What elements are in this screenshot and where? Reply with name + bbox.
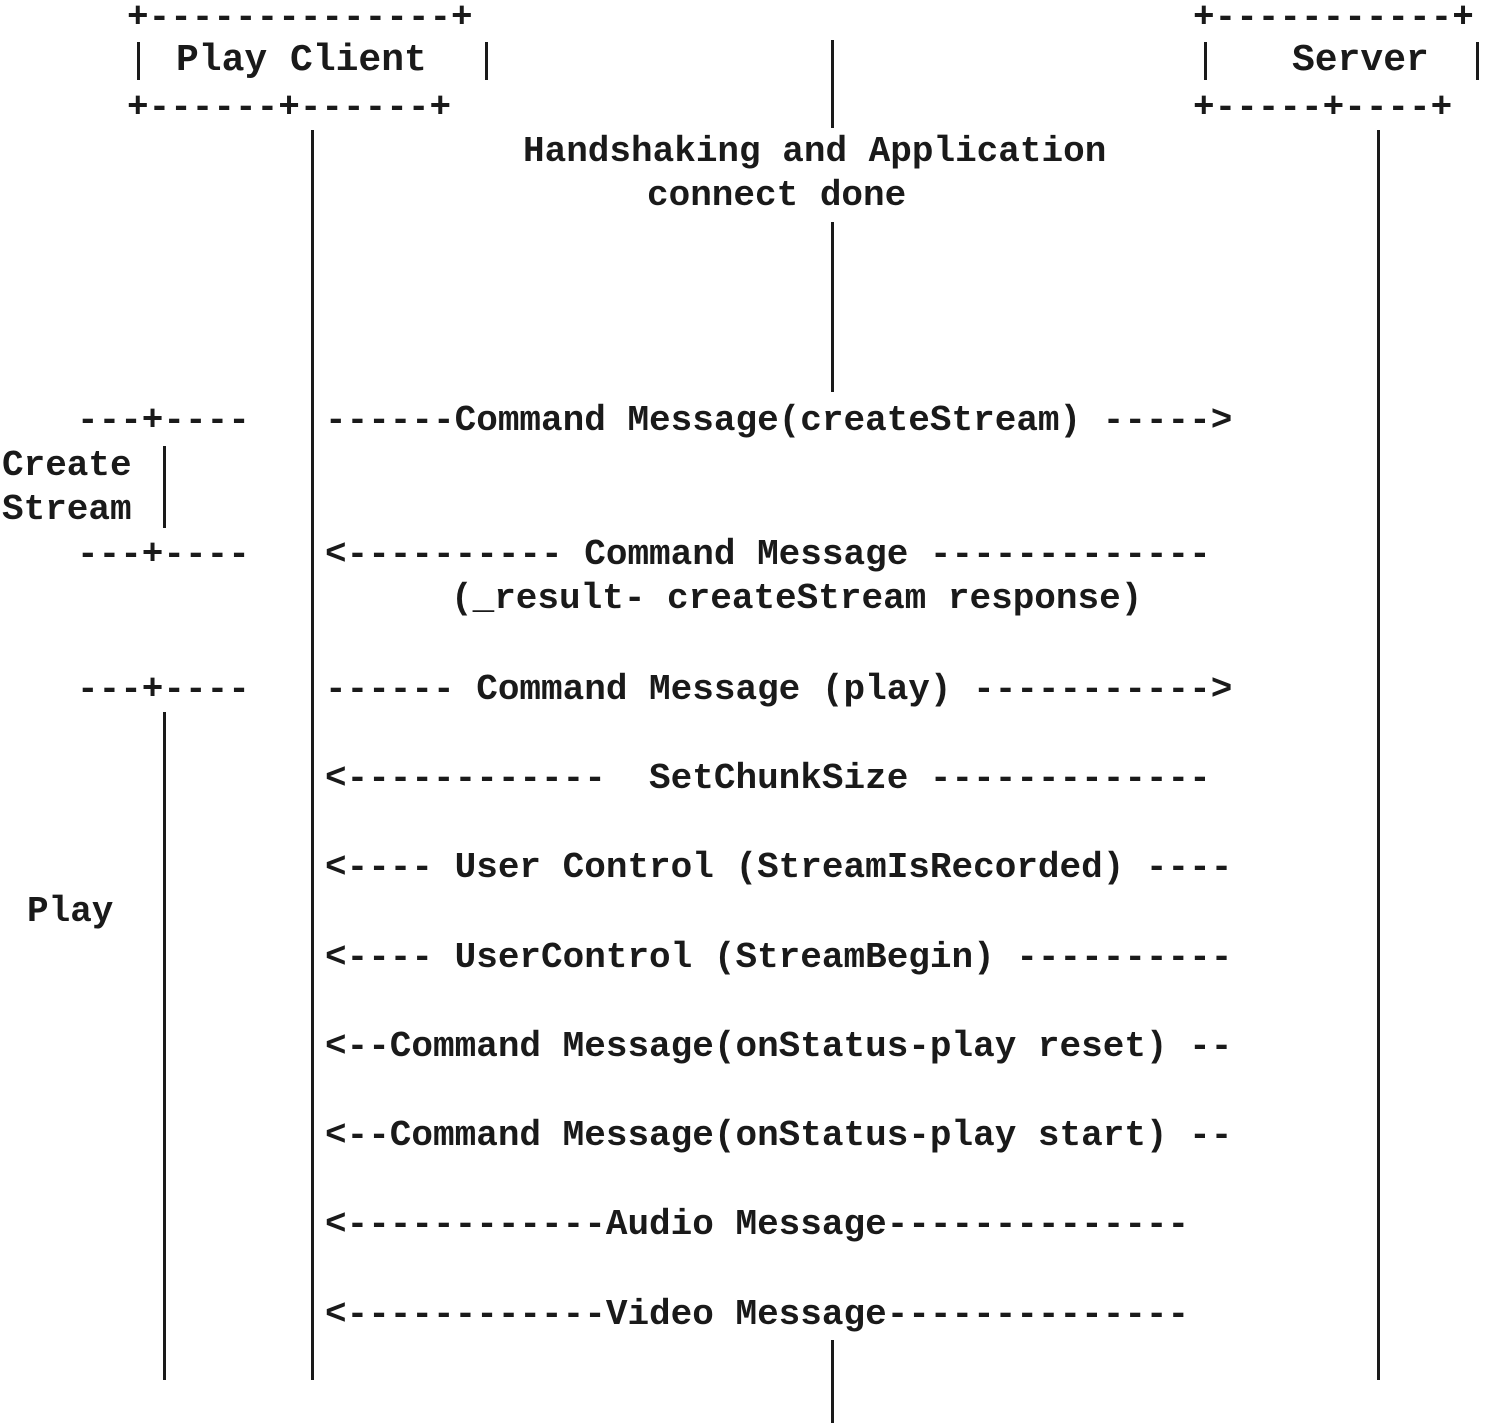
center-line-top [831, 40, 834, 128]
client-lifeline [311, 130, 314, 1380]
client-box-top: +--------------+ [127, 0, 473, 38]
center-line-bottom [831, 1340, 834, 1423]
create-stream-label-line2: Stream [2, 489, 132, 530]
client-label: Play Client [176, 39, 427, 82]
play-label: Play [27, 891, 114, 932]
create-stream-label-line1: Create [2, 445, 132, 486]
message-audio: <------------Audio Message-------------- [325, 1204, 1190, 1245]
handshake-note-line2: connect done [647, 175, 907, 216]
client-box-bottom: +------+------+ [127, 87, 452, 128]
message-onstatus-play-reset: <--Command Message(onStatus-play reset) … [325, 1026, 1233, 1067]
server-box-bottom: +-----+----+ [1193, 87, 1453, 128]
client-box-right-edge [485, 42, 488, 80]
server-label: Server [1292, 39, 1429, 82]
server-box-top: +-----------+ [1193, 0, 1474, 38]
server-box-left-edge [1204, 42, 1207, 80]
message-play: ------ Command Message (play) ----------… [325, 669, 1233, 710]
create-stream-end-marker: ---+---- [77, 534, 250, 575]
message-video: <------------Video Message-------------- [325, 1294, 1190, 1335]
create-stream-start-marker: ---+---- [77, 400, 250, 441]
handshake-note-line1: Handshaking and Application [523, 131, 1107, 172]
create-stream-bracket [163, 446, 166, 528]
play-start-marker: ---+---- [77, 669, 250, 710]
message-stream-begin: <---- UserControl (StreamBegin) --------… [325, 937, 1233, 978]
center-line-middle [831, 222, 834, 392]
server-box-right-edge [1476, 42, 1479, 80]
message-stream-is-recorded: <---- User Control (StreamIsRecorded) --… [325, 847, 1233, 888]
message-result-arrow: <---------- Command Message ------------… [325, 534, 1211, 575]
message-set-chunk-size: <------------ SetChunkSize ------------- [325, 758, 1211, 799]
message-onstatus-play-start: <--Command Message(onStatus-play start) … [325, 1115, 1233, 1156]
play-bracket [163, 712, 166, 1380]
client-box-left-edge [137, 42, 140, 80]
message-result-detail: (_result- createStream response) [451, 578, 1143, 619]
message-create-stream: ------Command Message(createStream) ----… [325, 400, 1233, 441]
server-lifeline [1377, 130, 1380, 1380]
